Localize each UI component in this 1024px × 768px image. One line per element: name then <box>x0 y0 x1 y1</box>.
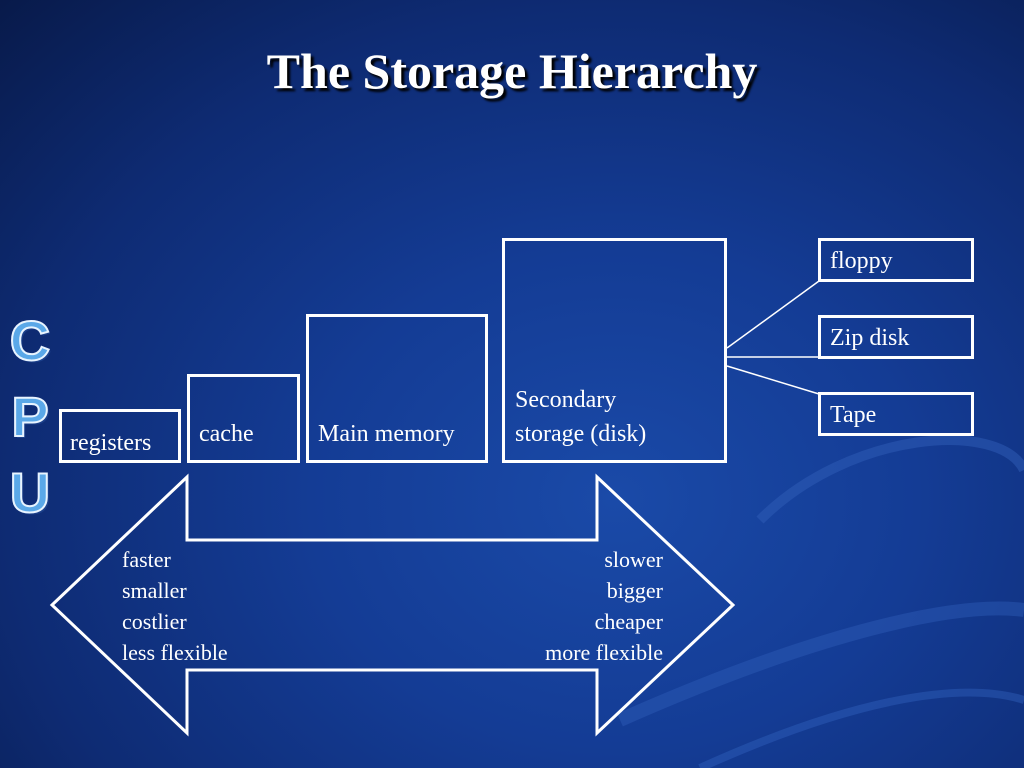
zip-disk-label: Zip disk <box>830 325 910 351</box>
floppy-label: floppy <box>830 248 893 274</box>
right-text-2: bigger <box>606 578 663 603</box>
cpu-letter-c: C <box>9 308 51 373</box>
zip-disk-box: Zip disk <box>818 315 974 359</box>
floppy-box: floppy <box>818 238 974 282</box>
left-text-2: smaller <box>122 578 187 603</box>
registers-box: registers <box>59 409 181 463</box>
right-text-1: slower <box>604 547 663 572</box>
secondary-storage-label-line2: storage (disk) <box>515 421 647 447</box>
main-memory-box: Main memory <box>306 314 488 463</box>
secondary-storage-box: Secondary storage (disk) <box>502 238 727 463</box>
left-text-4: less flexible <box>122 640 228 665</box>
cache-box: cache <box>187 374 300 463</box>
slide-title: The Storage Hierarchy <box>266 43 758 99</box>
double-arrow-shape <box>49 473 736 737</box>
tape-box: Tape <box>818 392 974 436</box>
main-memory-label: Main memory <box>318 421 455 447</box>
right-text-3: cheaper <box>594 609 663 634</box>
cpu-letter-p: P <box>10 384 49 449</box>
connector-tape <box>726 365 820 395</box>
secondary-storage-label-line1: Secondary <box>515 387 617 413</box>
right-text-4: more flexible <box>545 640 663 665</box>
cpu-letter-u: U <box>9 460 51 525</box>
tape-label: Tape <box>830 402 877 428</box>
left-text-3: costlier <box>122 609 187 634</box>
cache-label: cache <box>199 421 254 447</box>
registers-label: registers <box>70 430 152 456</box>
left-text-1: faster <box>122 547 171 572</box>
connector-floppy <box>726 280 820 349</box>
